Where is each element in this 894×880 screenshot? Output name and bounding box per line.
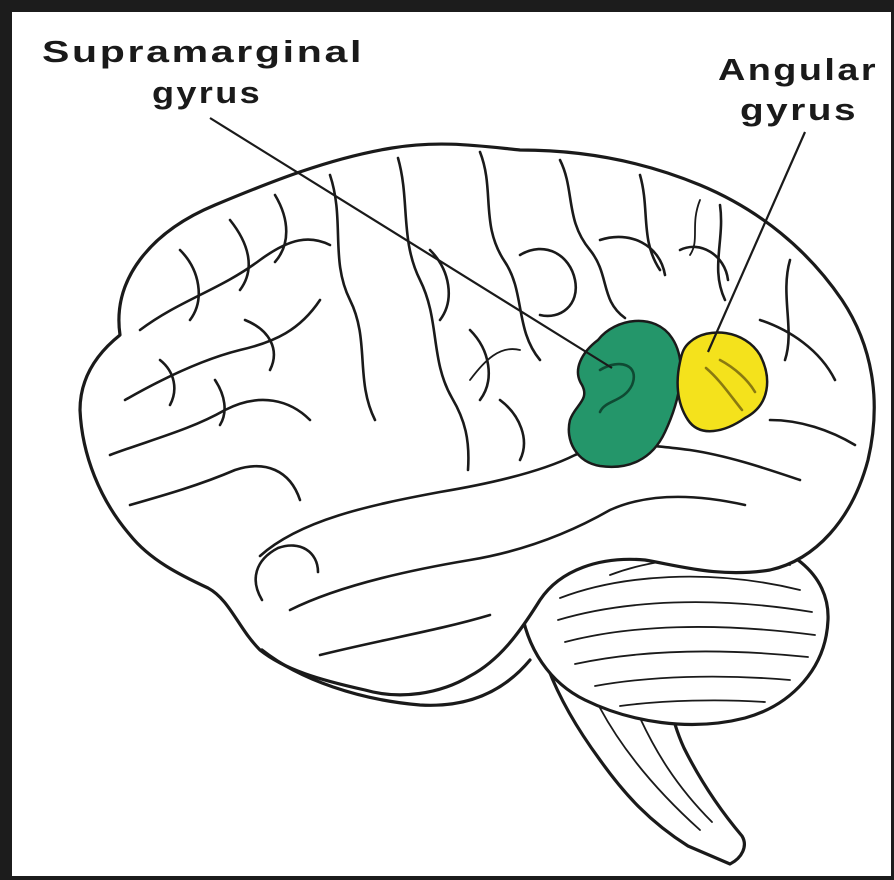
supramarginal-label-line2: gyrus: [152, 75, 262, 110]
supramarginal-label-line1: Supramarginal: [42, 34, 364, 69]
angular-label-line2: gyrus: [740, 92, 858, 127]
angular-label-line1: Angular: [718, 52, 878, 87]
